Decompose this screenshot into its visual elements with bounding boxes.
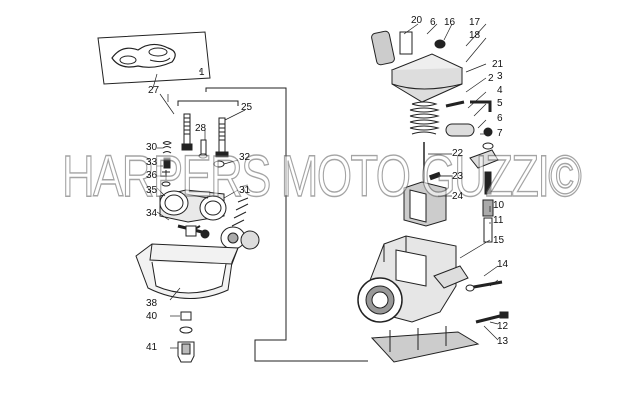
callout-6a: 6 [430, 17, 436, 28]
callout-32: 32 [239, 152, 251, 163]
callout-25: 25 [241, 102, 253, 113]
callout-14: 14 [497, 259, 509, 270]
callout-4: 4 [497, 85, 503, 96]
callout-27: 27 [148, 85, 160, 96]
callout-22: 22 [452, 148, 464, 159]
callout-13: 13 [497, 336, 509, 347]
watermark: HARPERS MOTO GUZZI© [61, 143, 582, 209]
callout-10: 10 [493, 200, 505, 211]
callout-30: 30 [146, 142, 158, 153]
callout-18: 18 [469, 30, 481, 41]
float-assembly [159, 189, 227, 223]
callout-1: 1 [199, 67, 205, 78]
callout-2: 2 [488, 73, 494, 84]
cable-adjuster [445, 100, 494, 150]
callout-33: 33 [146, 157, 158, 168]
small-springs [161, 141, 172, 187]
callout-41: 41 [146, 342, 158, 353]
callout-24: 24 [452, 191, 464, 202]
callout-6b: 6 [497, 113, 503, 124]
callout-16: 16 [444, 17, 456, 28]
callout-40: 40 [146, 311, 158, 322]
callout-35: 35 [146, 185, 158, 196]
callout-11: 11 [493, 215, 504, 226]
callout-7: 7 [497, 128, 503, 139]
callout-21: 21 [492, 59, 504, 70]
callout-3: 3 [497, 71, 503, 82]
callout-38: 38 [146, 298, 158, 309]
callout-23: 23 [452, 171, 464, 182]
drain-screws [177, 311, 195, 363]
callout-36: 36 [146, 170, 158, 181]
callout-5: 5 [497, 98, 503, 109]
callout-12: 12 [497, 321, 509, 332]
adjusting-screws [181, 113, 229, 168]
throttle-spring [403, 101, 447, 227]
callout-17: 17 [469, 17, 481, 28]
carburettor-body [357, 235, 480, 363]
needle-valve-and-gear [177, 197, 260, 250]
callout-34: 34 [146, 208, 158, 219]
jets [428, 149, 499, 243]
carburettor-top-cover [371, 30, 464, 103]
callout-31: 31 [239, 185, 251, 196]
idle-screws [465, 280, 509, 324]
callout-20: 20 [411, 15, 423, 26]
callout-15: 15 [493, 235, 505, 246]
float-chamber [135, 225, 239, 299]
leader-outline [177, 87, 368, 362]
gasket-kit-box [97, 31, 211, 85]
callout-28: 28 [195, 123, 207, 134]
leader-lines [152, 23, 499, 349]
